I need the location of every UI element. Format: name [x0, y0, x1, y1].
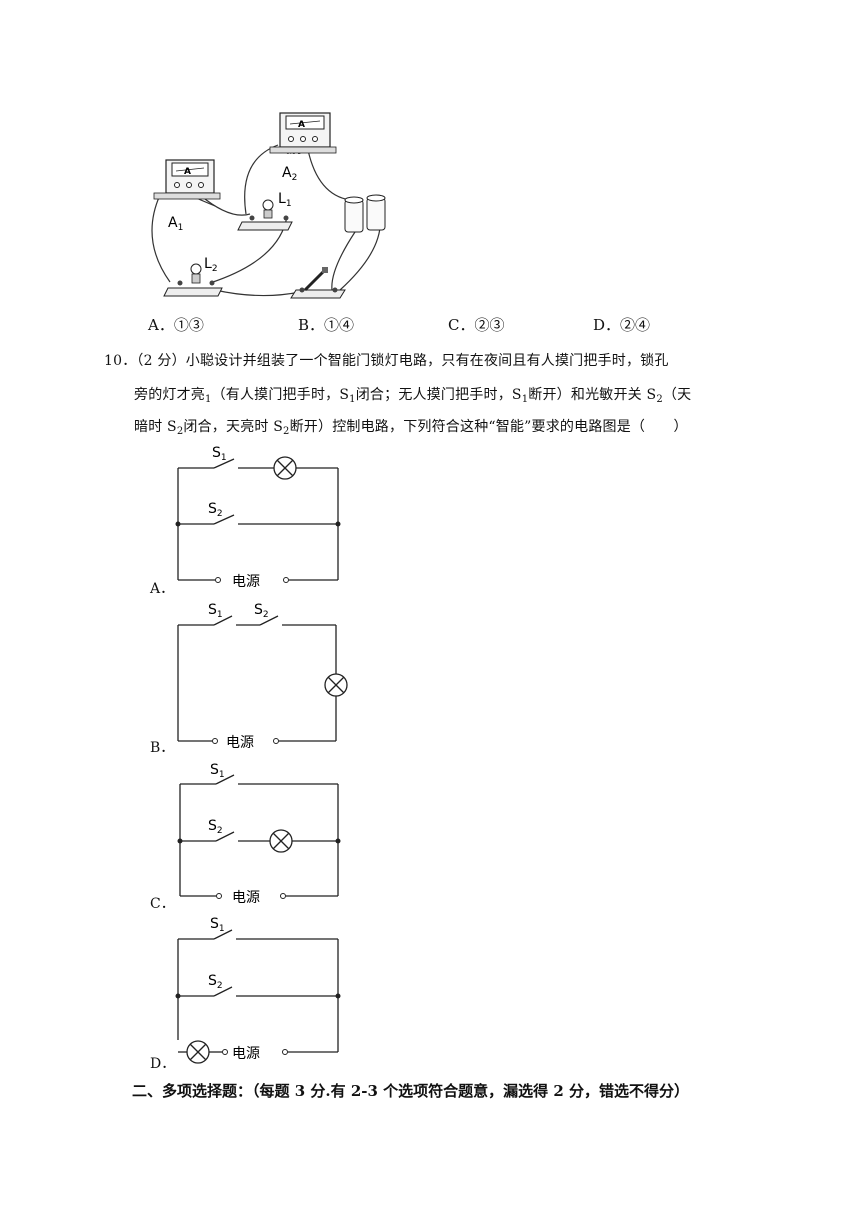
circuit-d-label[interactable]: D． — [150, 1056, 176, 1072]
switch-s1-label: S1 — [208, 602, 223, 620]
q10-line-2: 旁的灯才亮1（有人摸门把手时，S1闭合；无人摸门把手时，S1断开）和光敏开关 S… — [134, 387, 692, 405]
power-label: 电源 — [226, 735, 254, 751]
ammeter-a2: A 0.6 3 — [269, 112, 337, 156]
bulb-l1 — [237, 199, 293, 231]
knife-switch — [290, 267, 346, 299]
prev-question-figure: A 0.6 3 A1 A 0.6 3 A2 L1 L2 — [151, 112, 386, 299]
a2-label: A2 — [282, 165, 297, 183]
section-2-heading: 二、多项选择题：（每题 3 分.有 2-3 个选项符合题意，漏选得 2 分，错选… — [132, 1082, 690, 1100]
q10-line-1: 10．（2 分）小聪设计并组装了一个智能门锁灯电路，只有在夜间且有人摸门把手时，… — [104, 353, 669, 369]
q10-line-3: 暗时 S2闭合，天亮时 S2断开）控制电路，下列符合这种“智能”要求的电路图是（… — [134, 419, 688, 437]
lamp-symbol — [273, 456, 297, 480]
prev-option-c[interactable]: C．②③ — [448, 316, 505, 334]
svg-text:A: A — [298, 120, 305, 130]
switch-s1-label: S1 — [210, 916, 225, 934]
circuit-b-label[interactable]: B． — [150, 740, 175, 756]
switch-s1-label: S1 — [212, 445, 227, 463]
l2-label: L2 — [204, 256, 218, 274]
prev-option-b[interactable]: B．①④ — [298, 316, 355, 334]
a1-label: A1 — [168, 215, 183, 233]
switch-s2-label: S2 — [254, 602, 269, 620]
bulb-l2 — [163, 263, 223, 297]
lamp-symbol — [269, 829, 293, 853]
prev-option-d[interactable]: D．②④ — [593, 316, 651, 334]
power-label: 电源 — [232, 1046, 260, 1062]
circuit-a-label[interactable]: A． — [150, 581, 175, 597]
l1-label: L1 — [278, 191, 292, 209]
circuit-a: S1 S2 电源 — [175, 445, 341, 590]
circuit-d: S1 S2 电源 — [175, 916, 341, 1064]
svg-text:A: A — [184, 167, 191, 177]
switch-s1-label: S1 — [210, 762, 225, 780]
prev-option-a[interactable]: A．①③ — [148, 316, 204, 334]
power-label: 电源 — [232, 574, 260, 590]
ammeter-a1: A 0.6 3 — [153, 159, 221, 201]
lamp-symbol — [324, 673, 348, 697]
power-label: 电源 — [232, 890, 260, 906]
switch-s2-label: S2 — [208, 973, 223, 991]
circuit-c-label[interactable]: C． — [150, 896, 175, 912]
lamp-symbol — [186, 1040, 210, 1064]
battery-pack — [344, 194, 386, 233]
circuit-b: S1 S2 电源 — [177, 602, 348, 751]
circuit-c: S1 S2 电源 — [177, 762, 341, 906]
switch-s2-label: S2 — [208, 501, 223, 519]
switch-s2-label: S2 — [208, 818, 223, 836]
